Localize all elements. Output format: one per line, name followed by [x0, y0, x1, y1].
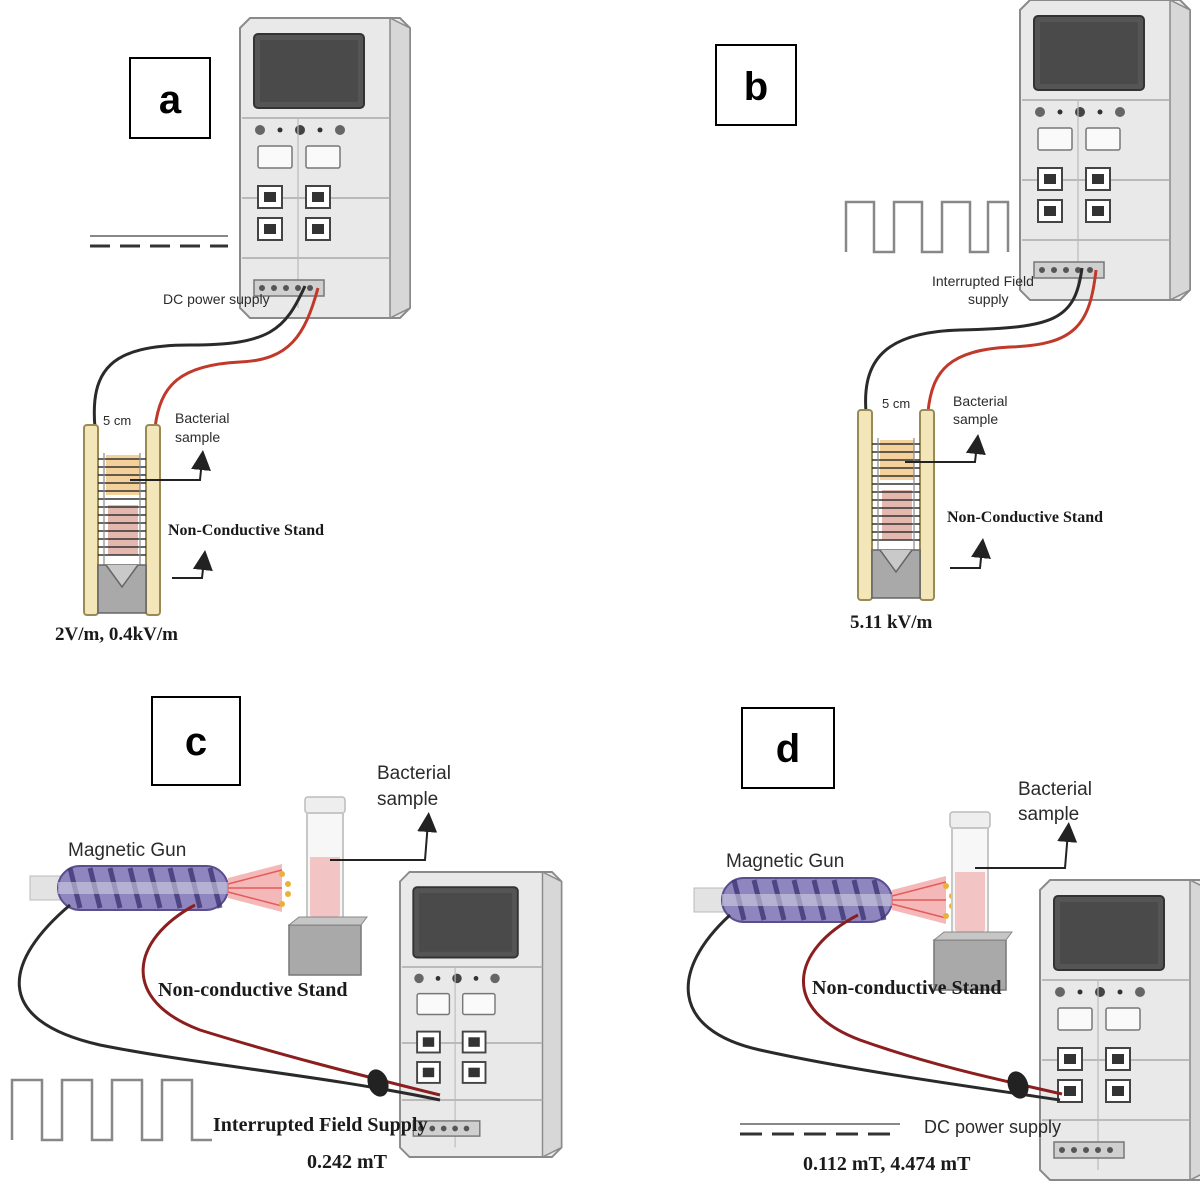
black-wire: [686, 913, 1061, 1102]
panel-c-field-value: 0.242 mT: [307, 1151, 388, 1173]
red-wire: [141, 903, 441, 1097]
panel-a: a DC power supply 5 cm Bacterial sample …: [55, 17, 411, 645]
black-wire: [17, 903, 441, 1102]
panel-d-sample-label-1: Bacterial: [1018, 779, 1092, 800]
panel-d-gun-label: Magnetic Gun: [726, 851, 844, 872]
panel-d: d Magnetic Gun Bacterial sample Non-cond…: [686, 707, 1200, 1181]
power-supply-icon: [239, 17, 411, 319]
panel-a-stand-label: Non-Conductive Stand: [168, 522, 324, 539]
arrow-icon: [975, 822, 1078, 869]
panel-c-sample-label-1: Bacterial: [377, 763, 451, 784]
power-supply-icon: [1039, 879, 1200, 1181]
panel-c: c Magnetic Gun Bacterial sample Non-cond…: [10, 696, 563, 1173]
black-wire: [92, 285, 307, 429]
panel-a-field-value: 2V/m, 0.4kV/m: [55, 624, 178, 645]
panel-b-sample-label-1: Bacterial: [953, 393, 1007, 409]
ferrite-bead: [367, 1069, 389, 1097]
panel-b-sample-label-2: sample: [953, 411, 998, 427]
panel-b-stand-label: Non-Conductive Stand: [947, 509, 1103, 526]
panel-c-supply-label: Interrupted Field Supply: [213, 1114, 427, 1136]
panel-a-sample-label-2: sample: [175, 429, 220, 445]
panel-a-letter-box: [129, 57, 211, 139]
panel-a-gap-label: 5 cm: [103, 413, 131, 428]
magnetic-gun-icon: [694, 876, 955, 924]
panel-d-letter: d: [776, 727, 800, 771]
dc-line-icon: [90, 235, 228, 248]
power-supply-icon: [1019, 0, 1191, 301]
panel-c-sample-label-2: sample: [377, 789, 438, 810]
panel-c-stand-label: Non-conductive Stand: [158, 979, 347, 1001]
red-wire: [926, 269, 1098, 413]
panel-d-letter-box: [741, 707, 835, 789]
panel-c-letter-box: [151, 696, 241, 786]
electrode-cell-icon: [857, 409, 935, 601]
square-wave-icon: [844, 200, 1010, 254]
test-tube-icon: [288, 796, 368, 976]
panel-a-letter: a: [159, 78, 182, 122]
panel-c-gun-label: Magnetic Gun: [68, 840, 186, 861]
panel-b-letter: b: [744, 65, 768, 109]
panel-d-stand-label: Non-conductive Stand: [812, 977, 1001, 999]
panel-d-supply-label: DC power supply: [924, 1117, 1061, 1137]
arrow-icon: [905, 434, 986, 463]
arrow-icon: [950, 538, 991, 569]
panel-b-field-value: 5.11 kV/m: [850, 612, 933, 633]
electrode-cell-icon: [83, 424, 161, 616]
panel-b-gap-label: 5 cm: [882, 396, 910, 411]
dc-line-icon: [740, 1123, 900, 1136]
panel-b-supply-label-1: Interrupted Field: [932, 273, 1034, 289]
arrow-icon: [330, 812, 438, 861]
red-wire: [802, 913, 1063, 1096]
panel-a-supply-label: DC power supply: [163, 291, 270, 307]
panel-b-supply-label-2: supply: [968, 291, 1008, 307]
arrow-icon: [172, 550, 213, 579]
red-wire: [153, 287, 320, 429]
ferrite-bead: [1007, 1071, 1029, 1099]
panel-d-field-value: 0.112 mT, 4.474 mT: [803, 1153, 971, 1175]
square-wave-icon: [10, 1078, 212, 1142]
panel-d-sample-label-2: sample: [1018, 804, 1079, 825]
panel-b-letter-box: [715, 44, 797, 126]
black-wire: [864, 267, 1084, 413]
panel-c-letter: c: [185, 720, 207, 764]
panel-a-sample-label-1: Bacterial: [175, 410, 229, 426]
arrow-icon: [130, 450, 211, 481]
panel-b: b Interrupted Field supply 5 cm Bacteria…: [715, 0, 1191, 633]
